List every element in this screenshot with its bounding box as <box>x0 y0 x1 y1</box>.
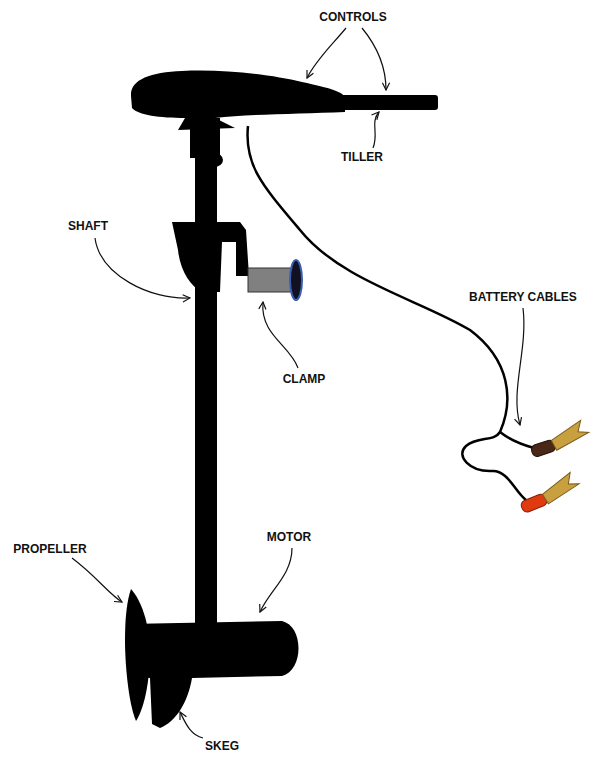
leader-line <box>95 238 190 298</box>
leader-line <box>263 302 298 368</box>
leader-line <box>517 308 524 425</box>
part-label: CONTROLS <box>317 10 388 24</box>
motor-collar <box>205 153 223 167</box>
part-label: PROPELLER <box>11 542 88 556</box>
battery-cable <box>500 432 534 448</box>
leader-line <box>362 28 386 90</box>
leader-line <box>180 712 203 738</box>
leader-line <box>307 28 346 78</box>
part-label: MOTOR <box>265 530 313 544</box>
clamp-screw <box>248 268 294 292</box>
leader-line <box>72 558 122 602</box>
part-label: TILLER <box>339 150 385 164</box>
battery-clamp <box>516 471 581 514</box>
leader-line <box>260 548 292 612</box>
battery-clamp <box>527 419 591 458</box>
clamp-bracket <box>172 222 249 292</box>
part-label: BATTERY CABLES <box>467 290 579 304</box>
clamp-knob <box>290 260 302 300</box>
part-label: SHAFT <box>66 219 110 233</box>
tiller-handle <box>298 95 438 110</box>
motor-body <box>128 621 299 728</box>
propeller-blade <box>125 589 150 721</box>
battery-cable <box>247 126 526 500</box>
part-label: CLAMP <box>281 372 328 386</box>
leader-line <box>373 112 379 148</box>
part-label: SKEG <box>203 739 241 753</box>
